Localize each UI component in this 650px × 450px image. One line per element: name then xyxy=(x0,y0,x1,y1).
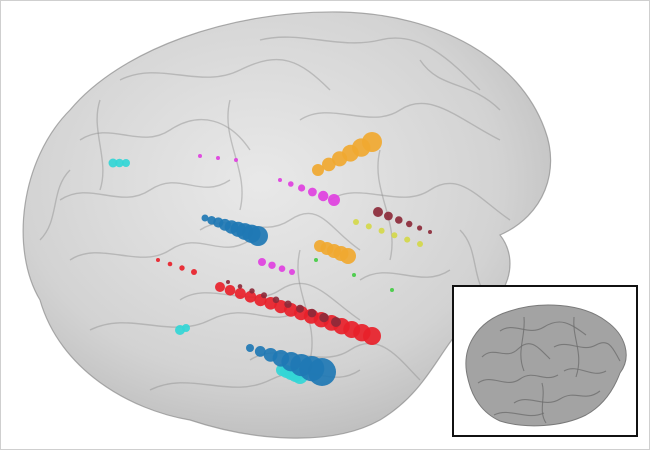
electrode-contact-red xyxy=(224,285,236,296)
gyrus-line xyxy=(119,58,331,91)
inset-brain-gyri xyxy=(477,316,621,424)
electrode-contact-yellow xyxy=(365,223,372,230)
electrode-contact-magenta xyxy=(308,187,317,197)
electrode-contact-yellow xyxy=(404,236,411,243)
electrode-contact-magenta xyxy=(258,258,266,266)
electrode-contact-green xyxy=(390,288,394,292)
inset-brain-view xyxy=(465,304,627,427)
electrode-contact-orange xyxy=(322,157,336,172)
gyrus-line xyxy=(377,149,393,261)
electrode-contact-dark-red xyxy=(261,292,267,299)
electrode-contact-blue xyxy=(254,346,266,357)
electrode-contact-orange xyxy=(362,132,382,152)
inset-gyrus-line xyxy=(499,321,587,336)
gyrus-line xyxy=(299,102,501,141)
electrode-contact-red xyxy=(179,265,185,271)
gyrus-line xyxy=(297,249,313,361)
electrode-contact-dark-red xyxy=(417,225,423,231)
electrode-contact-red xyxy=(363,327,381,345)
electrode-contact-blue xyxy=(308,358,336,386)
electrode-contact-magenta xyxy=(289,269,295,275)
electrode-contact-yellow xyxy=(391,232,398,239)
electrode-contact-yellow xyxy=(353,219,359,225)
electrode-contact-magenta xyxy=(278,265,286,273)
gyrus-line xyxy=(259,36,481,91)
electrode-contact-magenta xyxy=(278,178,282,182)
electrode-contact-cyan xyxy=(182,324,190,332)
inset-gyrus-line xyxy=(513,390,601,404)
electrode-contact-magenta xyxy=(288,181,294,187)
inset-gyrus-line xyxy=(520,316,525,372)
electrode-contact-magenta xyxy=(216,156,220,160)
gyrus-line xyxy=(359,269,451,281)
gyrus-line xyxy=(69,239,251,261)
electrode-contact-magenta xyxy=(234,158,238,162)
electrode-contact-dark-red xyxy=(373,207,383,217)
electrode-contacts xyxy=(108,132,432,386)
electrode-contact-magenta xyxy=(198,154,202,158)
inset-gyrus-line xyxy=(493,411,545,417)
electrode-contact-dark-red xyxy=(428,230,432,234)
electrode-contact-red xyxy=(167,261,173,267)
electrode-contact-dark-red xyxy=(226,280,230,284)
electrode-contact-dark-red xyxy=(237,284,243,289)
inset-brain-shape xyxy=(465,304,627,427)
electrode-contact-dark-red xyxy=(249,288,255,294)
gyrus-line xyxy=(79,118,251,151)
gyrus-line xyxy=(89,309,301,331)
inset-gyrus-line xyxy=(573,316,580,378)
electrode-contact-red xyxy=(156,258,160,262)
gyrus-line xyxy=(227,99,243,211)
electrode-contact-dark-red xyxy=(272,296,280,304)
electrode-contact-dark-red xyxy=(395,216,403,224)
electrode-contact-green xyxy=(352,273,356,277)
electrode-contact-red xyxy=(234,288,246,299)
electrode-contact-cyan xyxy=(115,158,124,168)
brain-shell xyxy=(22,11,552,439)
electrode-contact-magenta xyxy=(268,261,276,269)
electrode-contact-yellow xyxy=(417,241,423,247)
electrode-contact-orange xyxy=(312,164,324,176)
electrode-contact-dark-red xyxy=(319,312,329,323)
electrode-contact-yellow xyxy=(378,227,385,234)
inset-brain-panel xyxy=(452,285,638,437)
electrode-contact-green xyxy=(314,258,318,262)
brain-gyri xyxy=(39,36,511,391)
inset-gyrus-line xyxy=(553,342,621,362)
electrode-contact-blue xyxy=(246,344,254,352)
electrode-contact-orange xyxy=(340,248,356,264)
inset-gyrus-line xyxy=(541,382,547,424)
electrode-contact-dark-red xyxy=(406,220,413,228)
gyrus-line xyxy=(59,179,231,201)
gyrus-line xyxy=(39,169,71,241)
electrode-contact-cyan xyxy=(108,158,118,168)
electrode-contact-blue xyxy=(201,214,209,222)
electrode-contact-dark-red xyxy=(331,317,341,327)
gyrus-line xyxy=(179,282,361,321)
inset-gyrus-line xyxy=(481,343,551,360)
inset-gyrus-line xyxy=(477,374,559,384)
electrode-contact-magenta xyxy=(298,184,306,192)
electrode-contact-red xyxy=(191,269,197,275)
electrode-contact-dark-red xyxy=(384,211,393,221)
electrode-contact-magenta xyxy=(318,190,329,202)
electrode-contact-red xyxy=(215,282,225,292)
electrode-contact-magenta xyxy=(328,194,340,206)
electrode-contact-blue xyxy=(248,226,268,246)
gyrus-line xyxy=(329,182,511,221)
inset-gyrus-line xyxy=(563,368,607,374)
electrode-contact-dark-red xyxy=(284,300,292,308)
electrode-contact-dark-red xyxy=(307,308,317,318)
electrode-contact-cyan xyxy=(122,159,130,167)
electrode-contact-dark-red xyxy=(296,304,304,313)
gyrus-line xyxy=(96,99,104,191)
electrode-contact-red xyxy=(244,291,257,303)
gyrus-line xyxy=(419,59,501,111)
